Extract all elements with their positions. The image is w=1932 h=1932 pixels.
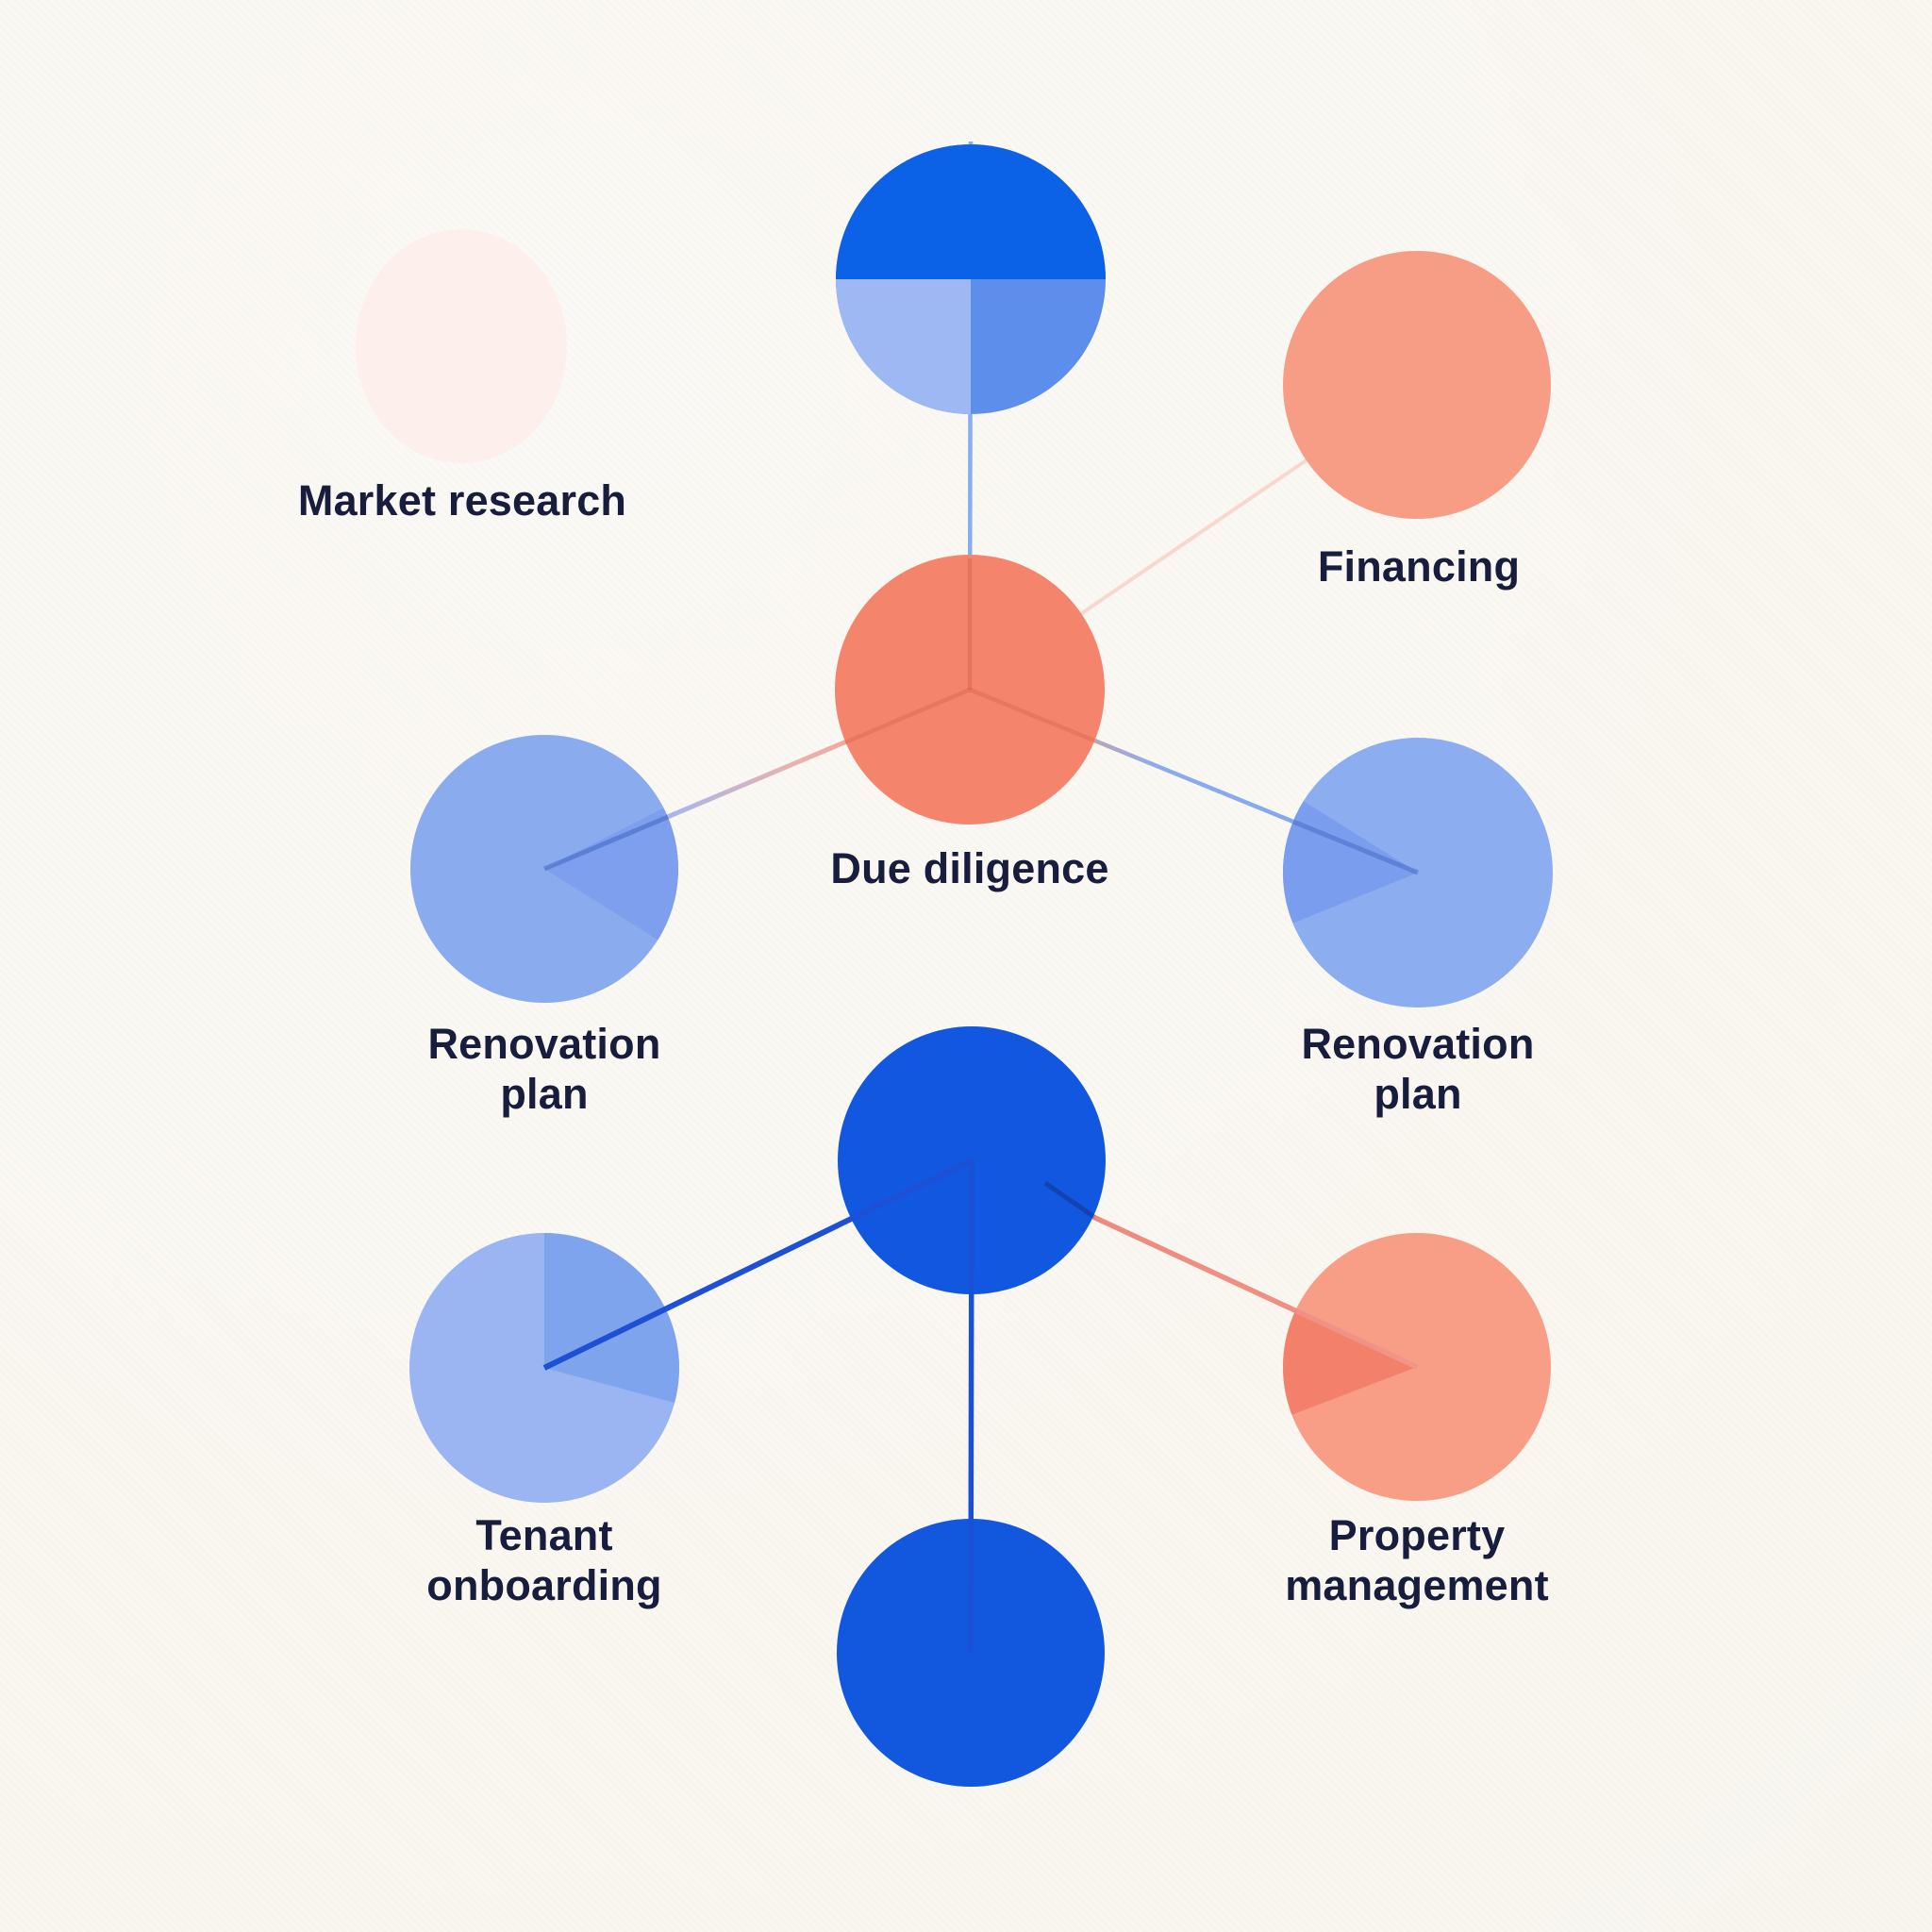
tenant-onboarding-label: Tenant onboarding: [426, 1511, 662, 1609]
financing-circle: [1283, 251, 1551, 519]
due-diligence-circle: [835, 555, 1105, 824]
market-research-circle: [356, 229, 567, 463]
edge-shadow-segments: [543, 558, 1419, 1220]
due-diligence-inner-segment-right: [969, 687, 1095, 743]
renovation-plan-right-label: Renovation plan: [1301, 1020, 1535, 1118]
property-management-wedge: [1283, 1310, 1417, 1415]
hub-inner-segment-right: [1043, 1180, 1096, 1220]
renovation-plan-right-wedge: [1282, 801, 1418, 924]
due-diligence-label: Due diligence: [830, 844, 1109, 892]
renovation-left-inner-segment: [543, 814, 669, 872]
nodes-layer: [356, 144, 1553, 1787]
renovation-plan-left-label: Renovation plan: [427, 1020, 661, 1118]
market-research-label: Market research: [297, 476, 627, 525]
edges-over-layer: [542, 1158, 1419, 1654]
edge-hub-tenantonboarding: [542, 1158, 974, 1371]
top-blue-circle: [836, 144, 1106, 414]
renovation-plan-right-circle: [1282, 738, 1553, 1008]
renovation-plan-left-wedge: [544, 808, 679, 941]
top-blue-circle-bottom-left-quadrant: [836, 279, 971, 414]
property-management-label: Property management: [1285, 1511, 1549, 1609]
renovation-right-inner-segment: [1292, 819, 1419, 875]
renovation-plan-left-circle: [410, 735, 679, 1003]
edge-hub-propertymanagement: [1091, 1214, 1419, 1370]
edge-hub-bottomcircle: [968, 1159, 974, 1654]
due-diligence-inner-segment-left: [844, 687, 971, 745]
financing-label: Financing: [1317, 542, 1521, 591]
tenant-onboarding-wedge: [544, 1233, 679, 1403]
top-blue-circle-top-half: [836, 144, 1106, 279]
